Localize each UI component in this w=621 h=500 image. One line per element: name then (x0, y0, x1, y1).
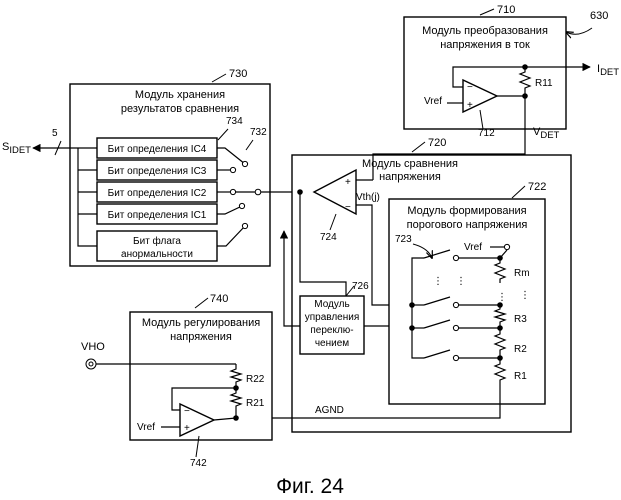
ctrl-line2: управления (305, 312, 360, 323)
label-r22: R22 (246, 374, 265, 385)
bit-ic1-label: Бит определения IC1 (108, 210, 207, 221)
opamp-712-minus: − (467, 82, 473, 93)
label-agnd: AGND (315, 405, 344, 416)
label-rm: Rm (514, 268, 530, 279)
ctrl-line4: чением (315, 338, 349, 349)
comp-plus: + (345, 177, 351, 188)
module-730: 730 Модуль хранения результатов сравнени… (2, 68, 312, 266)
bus-width: 5 (52, 128, 58, 139)
ref-710: 710 (497, 4, 515, 16)
vref-740: Vref (137, 422, 155, 433)
title-710-line1: Модуль преобразования (422, 25, 548, 37)
ref-734: 734 (226, 116, 243, 127)
ref-720: 720 (428, 137, 446, 149)
label-vho: VHO (81, 341, 105, 353)
title-722-line1: Модуль формирования (407, 205, 526, 217)
title-740-line1: Модуль регулирования (142, 317, 260, 329)
bit-ic2-label: Бит определения IC2 (108, 188, 207, 199)
vref-722: Vref (464, 242, 482, 253)
title-722-line2: порогового напряжения (407, 219, 528, 231)
ref-726: 726 (352, 281, 369, 292)
ref-740: 740 (210, 293, 228, 305)
flag-label-line1: Бит флага (133, 235, 181, 247)
ref-712: 712 (478, 128, 495, 139)
ref-730: 730 (229, 68, 247, 80)
title-740-line2: напряжения (170, 331, 232, 343)
label-r11: R11 (535, 78, 553, 89)
bit-ic3-label: Бит определения IC3 (108, 166, 207, 177)
ellipsis-switch-b: ⋮ (456, 276, 466, 287)
module-722: 722 Модуль формирования порогового напря… (236, 181, 546, 418)
label-idet: IDET (597, 63, 619, 78)
ref-742: 742 (190, 458, 207, 469)
arrow-630 (566, 28, 592, 34)
vref-710: Vref (424, 96, 442, 107)
label-r1: R1 (514, 371, 527, 382)
ellipsis-right: ⋮ (520, 290, 530, 301)
ctrl-line1: Модуль (314, 299, 349, 310)
ref-722: 722 (528, 181, 546, 193)
label-r2: R2 (514, 344, 527, 355)
ellipsis-ladder: ⋮ (497, 292, 507, 303)
bit-ic4-label: Бит определения IC4 (108, 144, 207, 155)
label-vth: Vth(j) (356, 192, 380, 203)
ctrl-line3: переклю- (310, 325, 353, 336)
flag-label-line2: анормальности (121, 249, 193, 260)
title-720-line2: напряжения (379, 171, 441, 183)
title-720-line1: Модуль сравнения (362, 158, 458, 170)
label-r21: R21 (246, 398, 265, 409)
module-710: 710 630 Модуль преобразования напряжения… (373, 4, 619, 172)
label-sidet: SIDET (2, 141, 31, 156)
ref-723: 723 (395, 234, 412, 245)
title-710-line2: напряжения в ток (440, 39, 530, 51)
opamp-742-plus: + (184, 423, 190, 434)
ref-724: 724 (320, 232, 337, 243)
ref-732: 732 (250, 127, 267, 138)
opamp-742-minus: − (184, 406, 190, 417)
figure-caption: Фиг. 24 (276, 475, 344, 498)
title-730-line1: Модуль хранения (135, 89, 225, 101)
ellipsis-switch-a: ⋮ (433, 276, 443, 287)
comp-minus: − (345, 202, 351, 213)
label-r3: R3 (514, 314, 527, 325)
opamp-712-plus: + (467, 100, 473, 111)
ref-630: 630 (590, 10, 608, 22)
title-730-line2: результатов сравнения (121, 103, 239, 115)
